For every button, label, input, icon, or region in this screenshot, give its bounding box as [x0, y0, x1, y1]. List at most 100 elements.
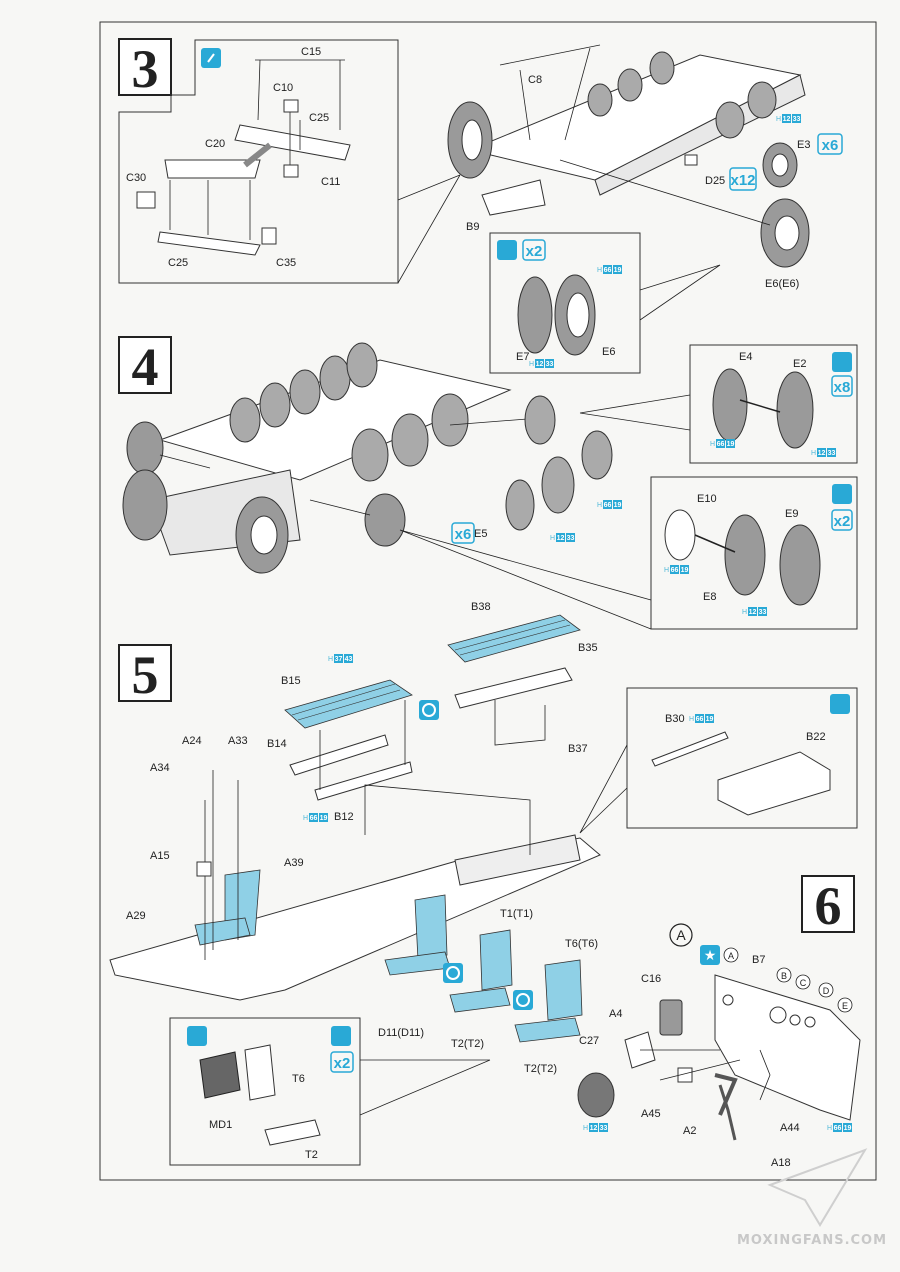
- part-c16: [659, 999, 683, 1036]
- svg-text:19: 19: [727, 441, 735, 448]
- label-b7: B7: [752, 954, 765, 966]
- label-a15: A15: [150, 850, 170, 862]
- watermark: MOXINGFANS.COM: [737, 1148, 887, 1248]
- marker-a-large: [669, 923, 693, 947]
- chassis-drawing-step3: [447, 44, 810, 268]
- color-callout: H 66 19: [597, 500, 622, 509]
- label-c30: C30: [126, 172, 146, 184]
- marker-a-large-label: A: [676, 927, 686, 943]
- road-wheel-e4: [712, 368, 748, 442]
- label-a24: A24: [182, 735, 202, 747]
- steering-wheel-c27: [577, 1072, 615, 1118]
- label-md1: MD1: [209, 1119, 232, 1131]
- axle-subassembly-drawing: [136, 59, 351, 256]
- svg-text:H: H: [597, 502, 602, 509]
- color-callout: H 66 19: [827, 1123, 852, 1132]
- part-a2: [714, 1073, 738, 1116]
- svg-text:12: 12: [818, 450, 826, 457]
- label-e4: E4: [739, 351, 752, 363]
- svg-text:33: 33: [600, 1125, 608, 1132]
- svg-text:33: 33: [759, 609, 767, 616]
- multiplier-badge: [729, 167, 757, 191]
- sprocket-e9: [779, 524, 821, 606]
- svg-text:H: H: [529, 361, 534, 368]
- svg-text:A: A: [728, 951, 734, 961]
- label-b35: B35: [578, 642, 598, 654]
- color-callout: H 12 33: [529, 359, 554, 368]
- label-t2: T2: [305, 1149, 318, 1161]
- label-c8: C8: [528, 74, 542, 86]
- label-e10: E10: [697, 493, 717, 505]
- svg-text:H: H: [328, 656, 333, 663]
- multiplier-badge: [451, 522, 475, 544]
- label-t6-t6: T6(T6): [565, 938, 598, 950]
- label-a29: A29: [126, 910, 146, 922]
- seat-frame-t6: [244, 1044, 276, 1101]
- label-a34: A34: [150, 762, 170, 774]
- svg-text:H: H: [776, 116, 781, 123]
- label-d11-d11: D11(D11): [378, 1027, 424, 1039]
- svg-text:H: H: [550, 535, 555, 542]
- step-3-box: [118, 38, 172, 96]
- svg-text:★: ★: [704, 948, 717, 964]
- svg-text:12: 12: [590, 1125, 598, 1132]
- label-a45: A45: [641, 1108, 661, 1120]
- paint-icon: [832, 484, 852, 504]
- label-e6-e6: E6(E6): [765, 278, 799, 290]
- step-4: 4: [118, 336, 858, 630]
- multiplier-x2: x2: [834, 513, 851, 530]
- page-border: [99, 21, 877, 1181]
- label-c27: C27: [579, 1035, 599, 1047]
- label-a39: A39: [284, 857, 304, 869]
- label-c15: C15: [301, 46, 321, 58]
- watermark-text: MOXINGFANS.COM: [737, 1233, 887, 1248]
- color-callout: H 66 19: [710, 439, 735, 448]
- svg-text:66: 66: [310, 815, 318, 822]
- svg-text:D: D: [823, 986, 830, 996]
- road-wheel-detail-frame: [689, 344, 858, 464]
- paper-plane-logo: [767, 1148, 868, 1227]
- label-b9: B9: [466, 221, 479, 233]
- svg-text:B: B: [781, 971, 787, 981]
- circle-markers: A B C D E: [723, 947, 853, 1013]
- label-c20: C20: [205, 138, 225, 150]
- label-e9: E9: [785, 508, 798, 520]
- hub-e10: [664, 509, 696, 561]
- label-e2: E2: [793, 358, 806, 370]
- svg-text:19: 19: [706, 716, 714, 723]
- svg-text:H: H: [689, 716, 694, 723]
- svg-text:19: 19: [320, 815, 328, 822]
- paint-icon: [497, 240, 517, 260]
- svg-text:37: 37: [335, 656, 343, 663]
- label-b22: B22: [806, 731, 826, 743]
- label-c35: C35: [276, 257, 296, 269]
- multiplier-badge: [817, 133, 843, 155]
- svg-text:12: 12: [783, 116, 791, 123]
- multiplier-badge: [831, 509, 853, 531]
- label-b14: B14: [267, 738, 287, 750]
- label-b38: B38: [471, 601, 491, 613]
- step-3-subassembly-frame: [118, 39, 399, 284]
- label-e7: E7: [516, 351, 529, 363]
- step-5-box: [118, 644, 172, 702]
- svg-text:33: 33: [546, 361, 554, 368]
- label-e8: E8: [703, 591, 716, 603]
- color-callout: H 12 33: [583, 1123, 608, 1132]
- color-callout: H 66 19: [689, 714, 714, 723]
- chassis-drawing-step4: [122, 342, 541, 574]
- step-5-number: 5: [132, 645, 159, 705]
- svg-text:H: H: [811, 450, 816, 457]
- svg-text:H: H: [742, 609, 747, 616]
- toolbox-detail-frame: [626, 687, 858, 829]
- svg-text:H: H: [303, 815, 308, 822]
- label-t2-t2: T2(T2): [451, 1038, 484, 1050]
- color-callout: H 66 19: [303, 813, 328, 822]
- label-c25-lower: C25: [168, 257, 188, 269]
- svg-text:33: 33: [828, 450, 836, 457]
- svg-text:33: 33: [567, 535, 575, 542]
- svg-text:66: 66: [717, 441, 725, 448]
- step-3-number: 3: [132, 39, 159, 99]
- label-e3: E3: [797, 139, 810, 151]
- bench-seat-b15: [284, 679, 413, 801]
